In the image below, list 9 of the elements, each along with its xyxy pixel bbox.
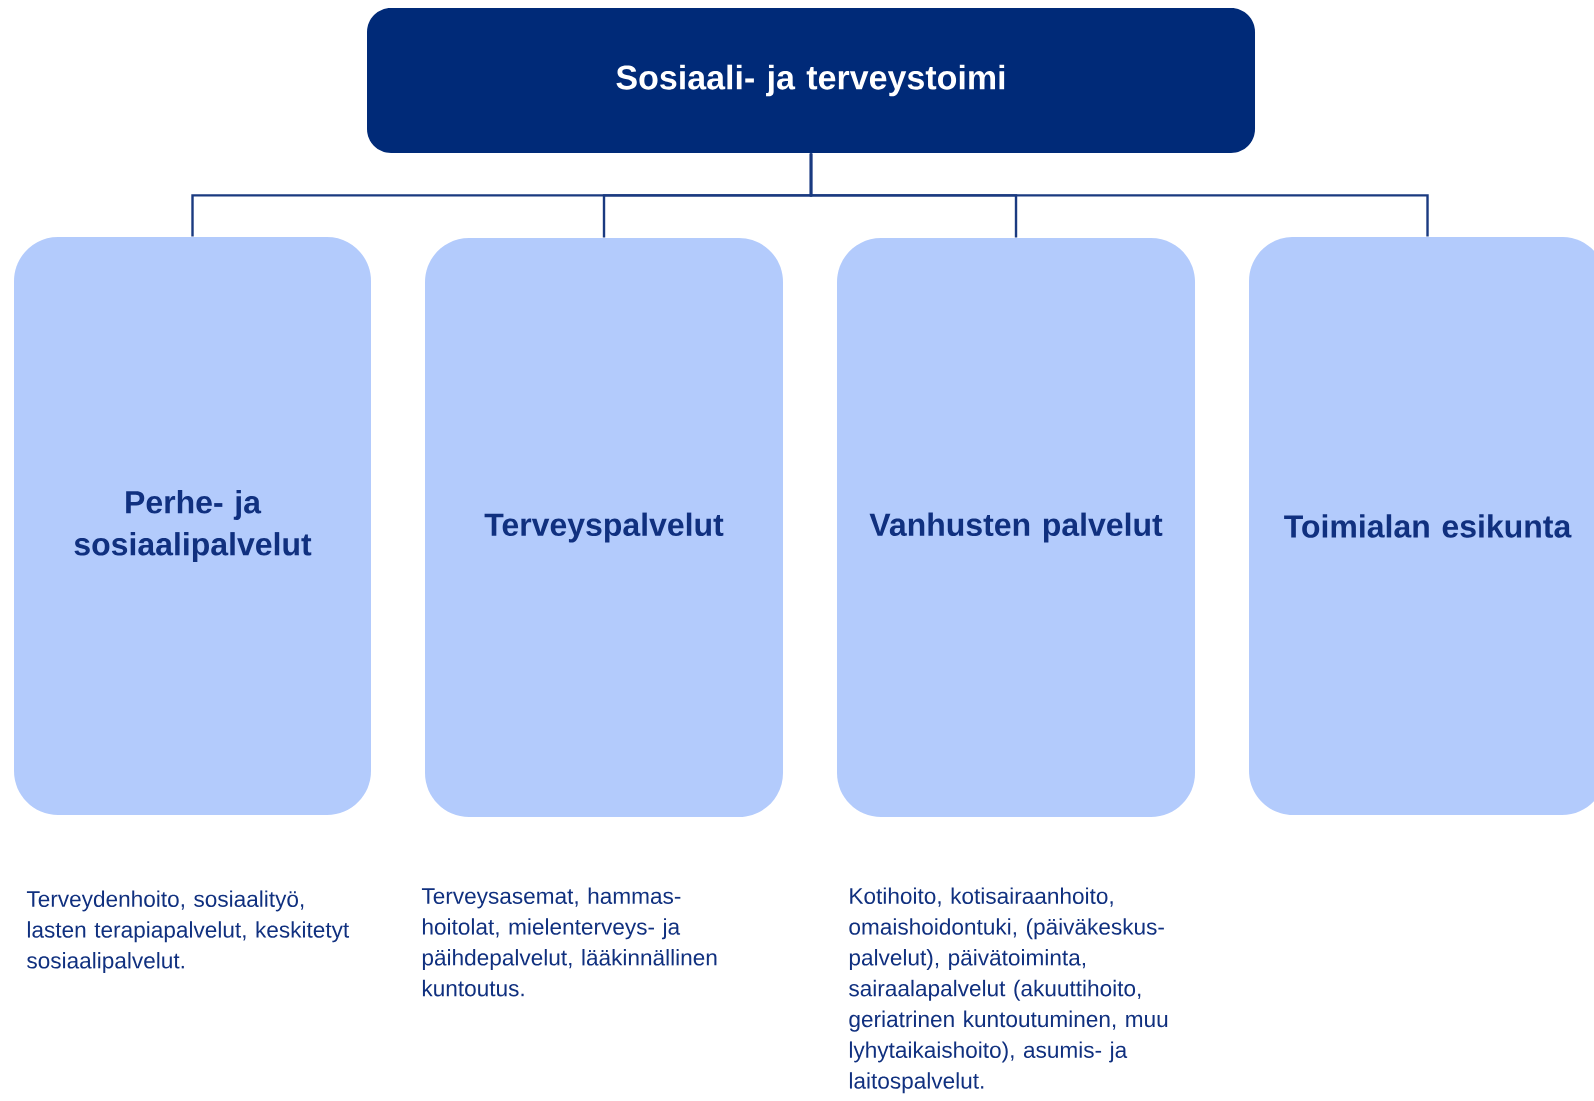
service-box: Terveyspalvelut (425, 238, 783, 817)
connector-line (809, 153, 1429, 237)
description-text: Terveydenhoito, sosiaalityö, lasten terapiapalvelut, keskitetyt sosiaalipalvelut. (26, 890, 350, 974)
description-text: Kotihoito, kotisairaanhoito, omaishoidontuki, (päiväkeskus- palvelut), päivätoiminta, sairaalapalvelut (akuuttihoito, geriatrinen kuntoutuminen, muu lyhytaikaishoito), asumis- ja laitospalvelut. (849, 887, 1168, 1094)
service-box: Perhe- ja sosiaalipalvelut (14, 237, 371, 815)
title-box: Sosiaali- ja terveystoimi (367, 8, 1255, 153)
description-text: Terveysasemat, hammas- hoitolat, mielenterveys- ja päihdepalvelut, lääkinnällinen kuntoutus. (421, 887, 717, 997)
service-box: Toimialan esikunta (1249, 237, 1594, 815)
service-box: Vanhusten palvelut (837, 238, 1195, 817)
